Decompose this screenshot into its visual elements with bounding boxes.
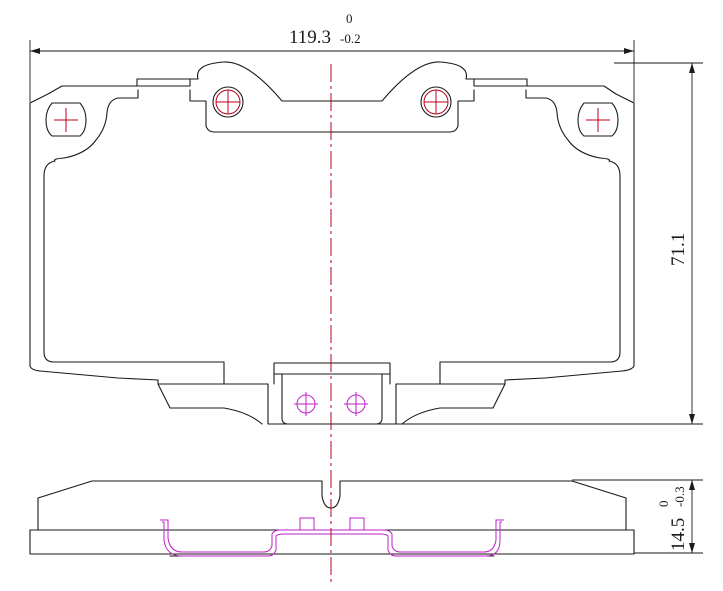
thickness-nominal: 14.5 xyxy=(668,518,689,551)
height-dimension: 71.1 xyxy=(394,62,703,425)
width-dimension: 119.3 0 -0.2 xyxy=(29,11,635,102)
lower-lip-top-view xyxy=(157,383,506,425)
shim-pins-top-view xyxy=(294,392,368,416)
friction-material-top-view xyxy=(43,157,621,425)
backing-plate-top-view xyxy=(29,61,635,425)
side-view xyxy=(29,480,635,557)
height-nominal: 71.1 xyxy=(668,233,689,266)
shim-clip-side-view xyxy=(160,517,504,557)
hole-marks xyxy=(54,89,610,132)
thickness-lower-tolerance: -0.3 xyxy=(672,486,687,507)
width-nominal: 119.3 xyxy=(289,27,331,48)
width-upper-tolerance: 0 xyxy=(346,11,353,26)
width-lower-tolerance: -0.2 xyxy=(340,31,361,46)
thickness-dimension: 14.5 0 -0.3 xyxy=(572,479,703,554)
thickness-upper-tolerance: 0 xyxy=(656,501,671,508)
